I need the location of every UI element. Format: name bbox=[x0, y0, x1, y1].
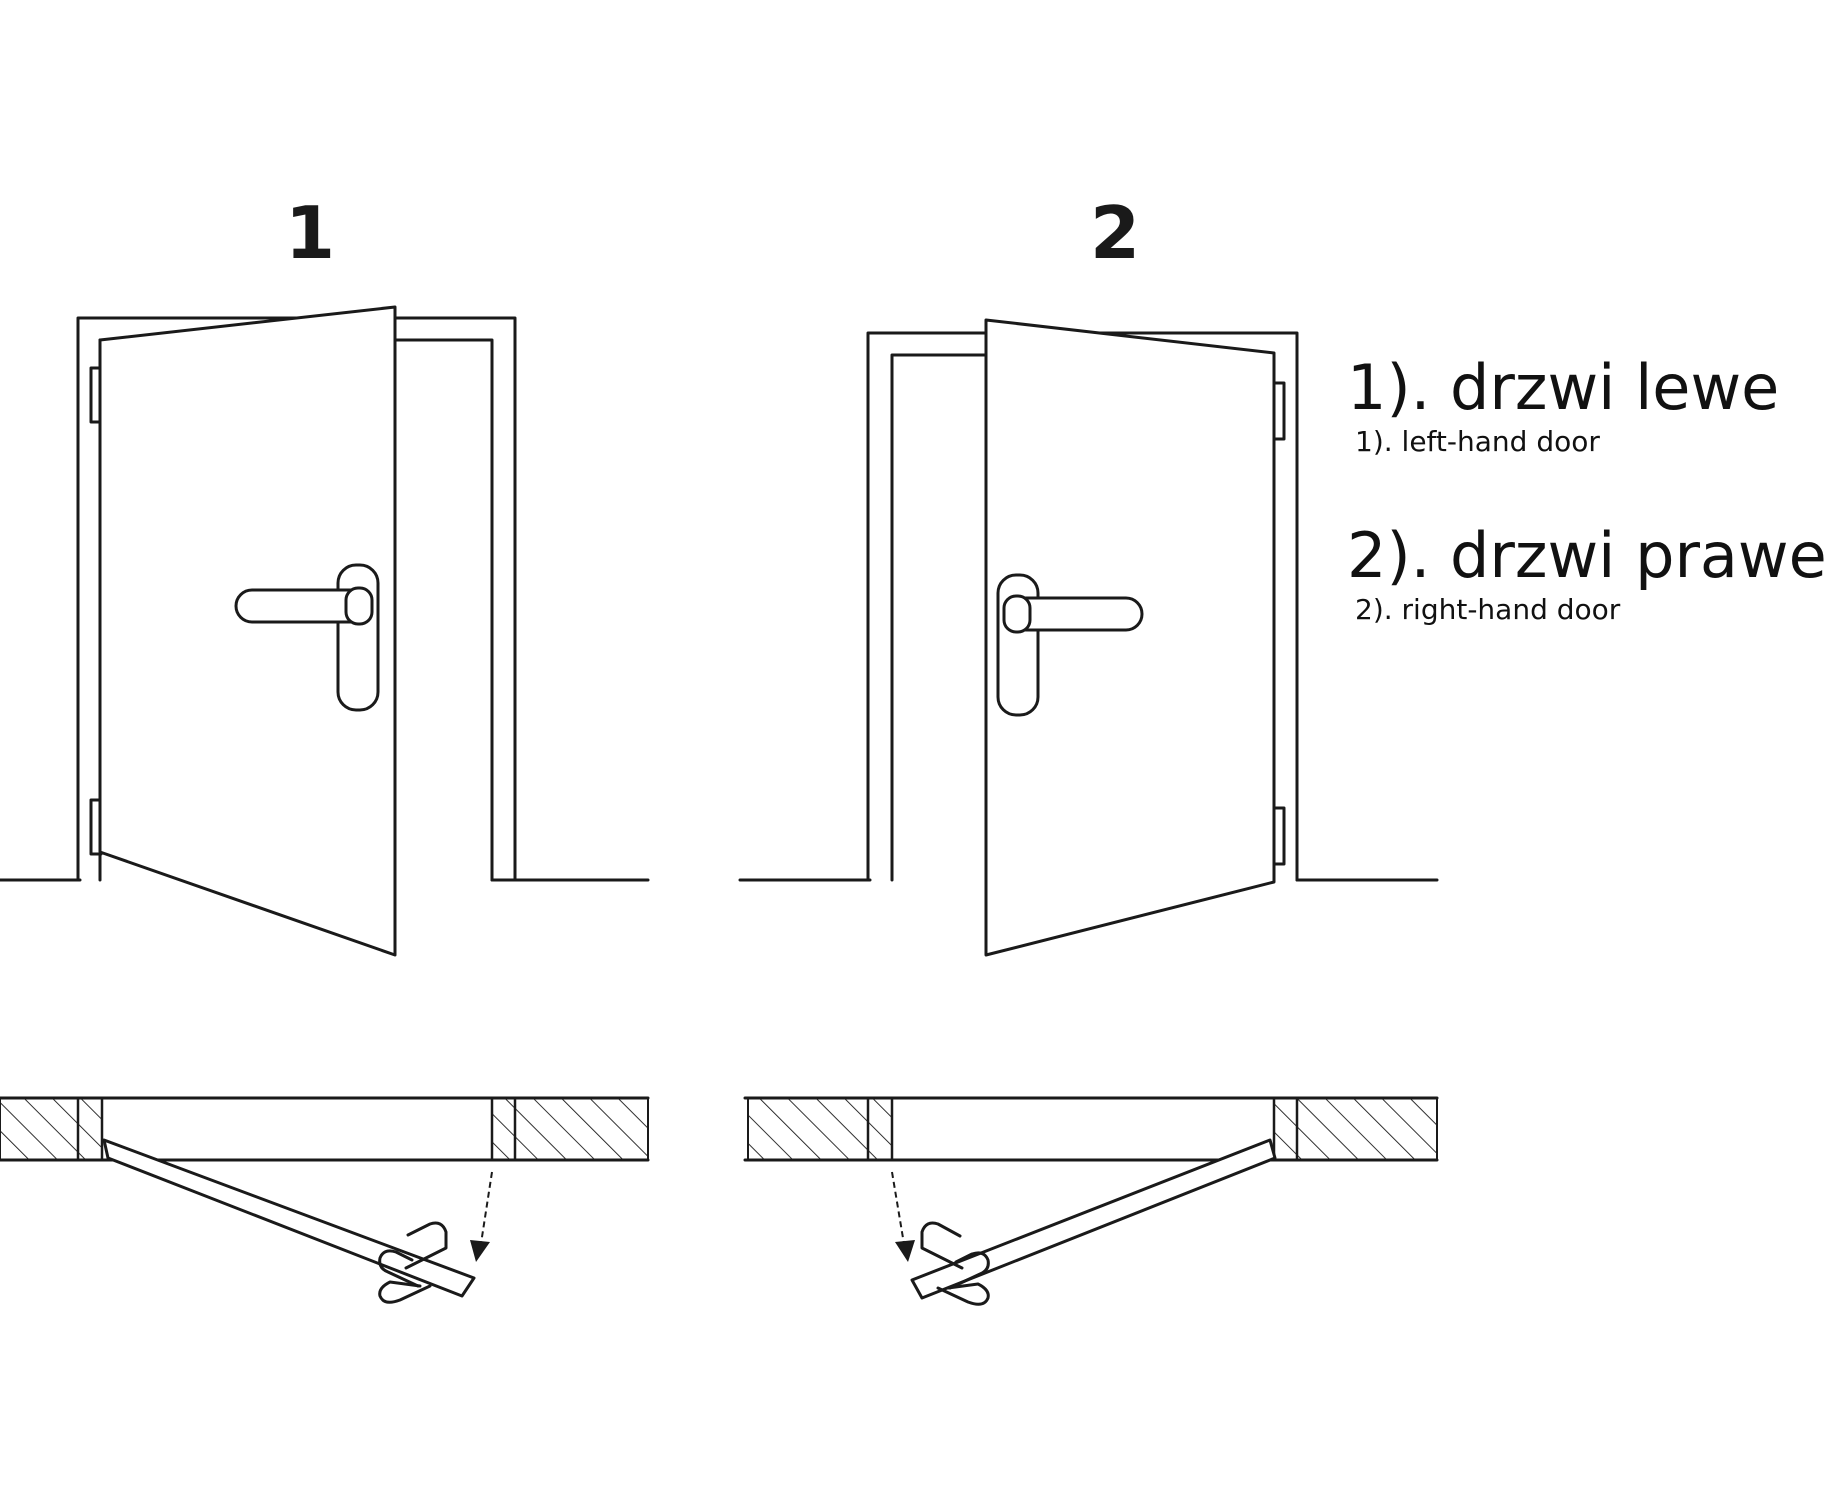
handle-plan-upper bbox=[404, 1221, 448, 1270]
legend: 1). drzwi lewe 1). left-hand door 2). dr… bbox=[1347, 352, 1827, 688]
swing-arrow-line bbox=[891, 1171, 906, 1251]
handle-plan-upper bbox=[920, 1221, 964, 1270]
door-leaf-plan bbox=[102, 1138, 476, 1298]
door-leaf bbox=[984, 318, 1276, 957]
wall-section-left bbox=[0, 1097, 79, 1161]
legend-subtitle: 2). right-hand door bbox=[1355, 593, 1621, 626]
swing-arrow-line bbox=[479, 1171, 493, 1251]
handle-plan-lower bbox=[378, 1249, 420, 1288]
frame-section-left bbox=[76, 1096, 104, 1162]
door-2-number: 2 bbox=[1090, 191, 1140, 275]
door-1-front-view bbox=[0, 305, 650, 957]
door-1-plan-view bbox=[0, 1096, 650, 1304]
wall-section-right bbox=[514, 1097, 649, 1161]
door-leaf-plan bbox=[910, 1138, 1277, 1300]
frame-section-left bbox=[866, 1096, 894, 1162]
handle-rose bbox=[1002, 594, 1032, 634]
handle-plan-bottom bbox=[936, 1282, 990, 1306]
frame-section-right bbox=[490, 1096, 517, 1162]
door-1-number: 1 bbox=[285, 191, 335, 275]
handle-plan-lower bbox=[948, 1251, 990, 1290]
legend-title: 1). drzwi lewe bbox=[1347, 351, 1780, 424]
wall-section-right bbox=[1296, 1097, 1438, 1161]
swing-arrow-head bbox=[470, 1240, 490, 1262]
legend-subtitle: 1). left-hand door bbox=[1355, 425, 1600, 458]
handle-rose bbox=[344, 586, 374, 626]
frame-section-right bbox=[1272, 1096, 1299, 1162]
legend-item-right-hand: 2). drzwi prawe 2). right-hand door bbox=[1347, 519, 1827, 628]
swing-arrow-head bbox=[895, 1240, 915, 1262]
legend-title: 2). drzwi prawe bbox=[1347, 519, 1827, 592]
door-2-plan-view bbox=[743, 1096, 1439, 1306]
handle-plan-bottom bbox=[378, 1280, 432, 1304]
wall-section-left bbox=[747, 1097, 869, 1161]
door-2-front-view bbox=[738, 318, 1439, 957]
legend-item-left-hand: 1). drzwi lewe 1). left-hand door bbox=[1347, 352, 1797, 460]
door-leaf bbox=[98, 305, 397, 957]
